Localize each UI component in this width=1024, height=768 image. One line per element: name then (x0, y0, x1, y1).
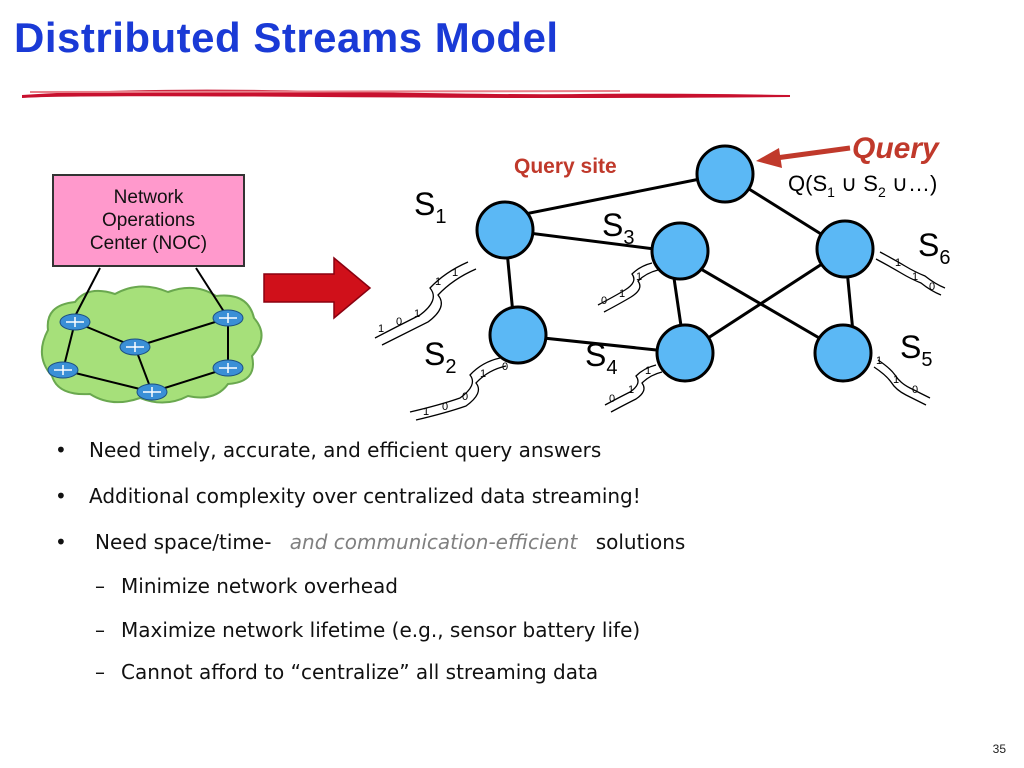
query-expr-sub1: 1 (827, 184, 835, 200)
title-underline (22, 89, 790, 98)
noc-label-line: Center (NOC) (89, 233, 208, 254)
bit-label: 1 (895, 257, 901, 269)
bullet-item: • Need timely, accurate, and efficient q… (55, 438, 602, 462)
bit-label: 1 (480, 368, 486, 380)
sub-bullet-item: – Cannot afford to “centralize” all stre… (95, 660, 599, 684)
site-node-s5 (813, 323, 873, 383)
noc-label-line: Operations (102, 210, 195, 231)
site-label-s1: S1 (414, 186, 446, 228)
slide-title: Distributed Streams Model (14, 14, 559, 61)
bit-label: 1 (912, 271, 918, 283)
bit-label: 1 (645, 365, 651, 377)
bit-label: 1 (435, 276, 441, 288)
router-icon (119, 338, 151, 356)
bullet-item: • Additional complexity over centralized… (55, 484, 641, 508)
site-node-s1 (475, 200, 535, 260)
bit-label: 0 (502, 361, 508, 373)
site-label-s6: S6 (918, 227, 950, 269)
bit-label: 0 (442, 401, 448, 413)
bit-label: 1 (893, 374, 899, 386)
sub-bullet-item: – Maximize network lifetime (e.g., senso… (95, 618, 641, 642)
bit-labels: 1 0 1 1 1 1 0 0 1 0 0 1 1 0 1 1 1 1 0 1 … (378, 257, 935, 418)
bit-label: 1 (876, 355, 882, 367)
query-arrow (756, 145, 851, 168)
bit-label: 1 (628, 384, 634, 396)
query-expr-mid: ∪ S (835, 171, 878, 196)
router-icon (59, 313, 91, 331)
site-label-s4: S4 (585, 337, 617, 379)
router-icon (212, 309, 244, 327)
router-icon (136, 383, 168, 401)
bit-label: 0 (601, 295, 607, 307)
bit-label: 1 (423, 406, 429, 418)
site-node-s2 (488, 305, 548, 365)
noc-cloud (41, 267, 263, 404)
site-label-s2: S2 (424, 336, 456, 378)
query-expr-suffix: ∪…) (886, 171, 938, 196)
site-label-s5: S5 (900, 329, 932, 371)
query-site-node (695, 144, 755, 204)
bit-label: 1 (414, 308, 420, 320)
noc-box: Network Operations Center (NOC) (52, 174, 245, 267)
bit-label: 1 (378, 323, 384, 335)
big-right-arrow (263, 256, 372, 320)
network-nodes (475, 144, 875, 383)
query-label: Query (852, 132, 940, 165)
noc-label-line: Network (113, 187, 184, 208)
site-node-s6 (815, 219, 875, 279)
bit-stream-paths (374, 251, 946, 421)
router-icon (47, 361, 79, 379)
router-icon (212, 359, 244, 377)
query-expr-prefix: Q(S (788, 171, 827, 196)
query-expr-sub2: 2 (878, 184, 886, 200)
query-site-label: Query site (514, 155, 617, 178)
bit-label: 0 (929, 281, 935, 293)
query-expression: Q(S1 ∪ S2 ∪…) (788, 171, 937, 200)
page-number: 35 (992, 742, 1006, 756)
bit-label: 0 (396, 316, 402, 328)
bit-label: 0 (609, 393, 615, 405)
site-node-s4 (655, 323, 715, 383)
bit-label: 0 (912, 384, 918, 396)
bit-label: 1 (619, 288, 625, 300)
site-node-s3 (650, 221, 710, 281)
sub-bullet-item: – Minimize network overhead (95, 574, 399, 598)
bit-label: 1 (452, 267, 458, 279)
bit-label: 0 (462, 391, 468, 403)
bit-label: 1 (636, 271, 642, 283)
bullet-item: • Need space/time- and communication-eff… (55, 530, 686, 554)
site-label-s3: S3 (602, 207, 634, 249)
emphasized-text: and communication-efficient (289, 530, 578, 554)
